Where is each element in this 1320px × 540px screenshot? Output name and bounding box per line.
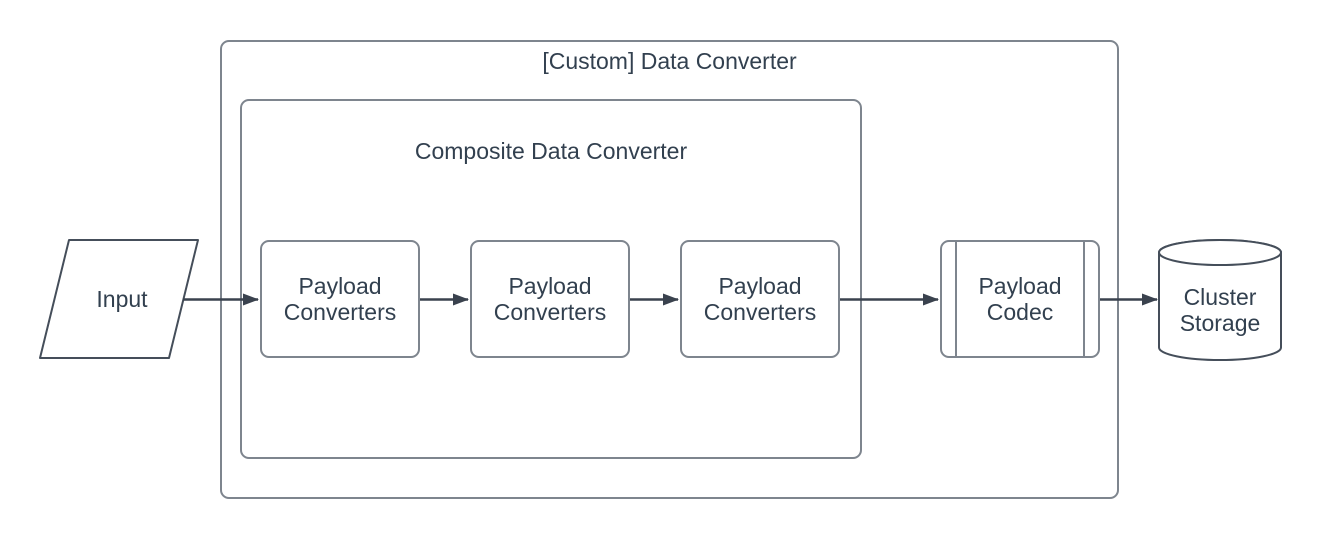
payload-codec-label: Payload Codec <box>978 273 1062 325</box>
cluster-storage-label: Cluster Storage <box>1179 284 1261 336</box>
payload-codec-node: Payload Codec <box>940 240 1100 358</box>
payload-converters-node-3: Payload Converters <box>680 240 840 358</box>
payload-converters-label-1: Payload Converters <box>283 273 397 325</box>
payload-converters-node-1: Payload Converters <box>260 240 420 358</box>
payload-converters-node-2: Payload Converters <box>470 240 630 358</box>
custom-data-converter-title: [Custom] Data Converter <box>542 48 797 74</box>
codec-left-divider <box>955 242 957 356</box>
input-node-label: Input <box>96 286 148 312</box>
cluster-storage-top-ellipse <box>1158 239 1282 266</box>
composite-data-converter-title: Composite Data Converter <box>414 138 688 164</box>
payload-converters-label-2: Payload Converters <box>493 273 607 325</box>
composite-data-converter-group <box>240 99 862 459</box>
payload-converters-label-3: Payload Converters <box>703 273 817 325</box>
codec-right-divider <box>1083 242 1085 356</box>
custom-data-converter-group <box>220 40 1119 499</box>
